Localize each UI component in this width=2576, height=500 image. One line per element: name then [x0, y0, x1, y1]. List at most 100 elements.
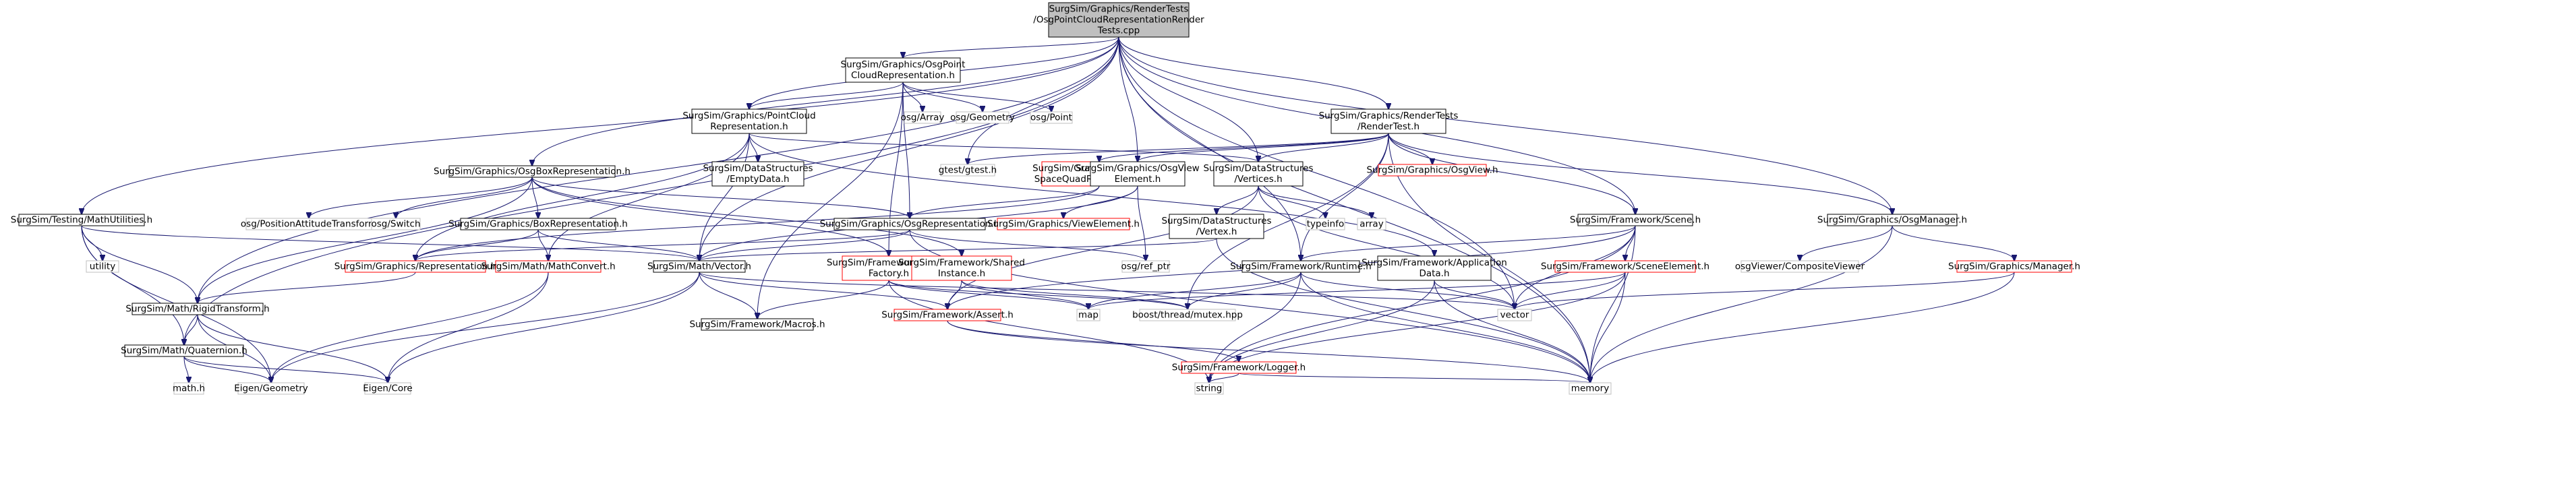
edge-osgrep-to-vector_h	[699, 229, 910, 261]
edge-root-to-gtest	[968, 36, 1119, 164]
edge-root-to-rendertest	[1118, 36, 1388, 109]
node-label-root-line-1: /OsgPointCloudRepresentationRender	[1033, 15, 1204, 26]
node-osgviewh[interactable]: SurgSim/Graphics/OsgView.h	[1366, 164, 1498, 177]
node-box-osgpoint	[1030, 111, 1073, 124]
node-map: map	[1076, 309, 1101, 321]
node-box-scene	[1577, 214, 1693, 226]
node-box-pointcloud	[691, 108, 807, 134]
node-label-assert-line-0: SurgSim/Framework/Assert.h	[881, 310, 1014, 321]
edge-representation-to-rigid	[198, 272, 416, 303]
node-osgmanager[interactable]: SurgSim/Graphics/OsgManager.h	[1817, 214, 1967, 226]
node-vertices[interactable]: SurgSim/DataStructures/Vertices.h	[1203, 161, 1314, 187]
node-box-osgboxrep	[448, 165, 616, 178]
node-rendertest[interactable]: SurgSim/Graphics/RenderTests/RenderTest.…	[1319, 108, 1459, 134]
node-label-typeinfo-line-0: typeinfo	[1307, 219, 1344, 230]
edge-rendertest-to-osgview	[1138, 133, 1389, 162]
edge-pcrep-to-osggeometry	[902, 82, 983, 112]
node-assert[interactable]: SurgSim/Framework/Assert.h	[881, 309, 1014, 321]
edge-appdata-to-memory	[1434, 280, 1590, 383]
node-label-sharedinst-line-1: Instance.h	[938, 268, 985, 279]
edge-quaternion-to-eigengeom	[183, 356, 271, 383]
edge-root-to-osgmanager	[1118, 36, 1892, 214]
node-vector: vector	[1497, 309, 1532, 321]
edge-rendertest-to-osgviewh	[1388, 133, 1432, 164]
node-label-emptydata-line-1: /EmptyData.h	[726, 174, 789, 185]
edge-vector_h-to-eigencore	[388, 272, 700, 383]
nodes-layer: SurgSim/Graphics/RenderTests/OsgPointClo…	[11, 2, 2080, 395]
node-viewelement[interactable]: SurgSim/Graphics/ViewElement.h	[987, 218, 1140, 230]
node-box-osgviewh	[1378, 164, 1487, 177]
node-label-pointcloud-line-1: Representation.h	[710, 121, 788, 132]
node-representation[interactable]: SurgSim/Graphics/Representation.h	[334, 260, 497, 273]
node-label-osgviewh-line-0: SurgSim/Graphics/OsgView.h	[1366, 165, 1498, 176]
node-sceneelement[interactable]: SurgSim/Framework/SceneElement.h	[1541, 260, 1709, 273]
edge-mathutil-to-quaternion	[81, 225, 184, 345]
node-quaternion[interactable]: SurgSim/Math/Quaternion.h	[121, 344, 247, 357]
node-manager[interactable]: SurgSim/Graphics/Manager.h	[1948, 260, 2080, 273]
edge-rigid-to-eigencore	[197, 314, 388, 383]
node-scene[interactable]: SurgSim/Framework/Scene.h	[1570, 214, 1701, 226]
edge-pcrep-to-osgarray	[902, 82, 923, 112]
node-box-osgrefptr	[1121, 260, 1170, 273]
node-box-rigid	[131, 303, 264, 315]
node-boxrep[interactable]: SurgSim/Graphics/BoxRepresentation.h	[448, 218, 628, 230]
edge-screenquad-to-osgrep	[910, 185, 1100, 218]
node-label-root-line-2: Tests.cpp	[1097, 26, 1140, 36]
node-compviewer: osgViewer/CompositeViewer	[1735, 260, 1865, 273]
node-mathconvert[interactable]: SurgSim/Math/MathConvert.h	[481, 260, 616, 273]
node-label-sceneelement-line-0: SurgSim/Framework/SceneElement.h	[1541, 261, 1709, 272]
edge-vertices-to-dsvertex	[1217, 185, 1259, 214]
edge-logger-to-string	[1209, 373, 1239, 383]
node-label-logger-line-0: SurgSim/Framework/Logger.h	[1172, 363, 1306, 373]
node-label-pcrep-line-1: CloudRepresentation.h	[851, 70, 955, 81]
node-emptydata[interactable]: SurgSim/DataStructures/EmptyData.h	[703, 161, 813, 187]
node-runtime[interactable]: SurgSim/Framework/Runtime.h	[1230, 260, 1372, 273]
node-pcrep[interactable]: SurgSim/Graphics/OsgPointCloudRepresenta…	[841, 57, 966, 83]
node-box-mutex	[1139, 309, 1236, 321]
node-dsvertex[interactable]: SurgSim/DataStructures/Vertex.h	[1161, 214, 1272, 239]
edge-osgmanager-to-manager	[1892, 225, 2014, 261]
node-box-mathutil	[18, 214, 145, 226]
node-label-manager-line-0: SurgSim/Graphics/Manager.h	[1948, 261, 2080, 272]
node-osgrep[interactable]: SurgSim/Graphics/OsgRepresentation.h	[820, 218, 1000, 230]
node-array: array	[1357, 218, 1386, 230]
node-box-vector	[1497, 309, 1532, 321]
edge-root-to-vector_h	[699, 36, 1119, 261]
edge-osgboxrep-to-boxrep	[531, 177, 538, 218]
edge-mathutil-to-rigid	[81, 225, 198, 303]
node-memory: memory	[1569, 382, 1612, 395]
node-pointcloud[interactable]: SurgSim/Graphics/PointCloudRepresentatio…	[682, 108, 816, 134]
node-macros[interactable]: SurgSim/Framework/Macros.h	[689, 318, 825, 331]
node-box-vertices	[1213, 161, 1304, 187]
node-label-mathconvert-line-0: SurgSim/Math/MathConvert.h	[481, 261, 615, 272]
node-box-osgswitch	[371, 218, 421, 230]
node-root[interactable]: SurgSim/Graphics/RenderTests/OsgPointClo…	[1033, 2, 1204, 38]
node-rigid[interactable]: SurgSim/Math/RigidTransform.h	[125, 303, 270, 315]
node-mathutil[interactable]: SurgSim/Testing/MathUtilities.h	[11, 214, 152, 226]
node-box-typeinfo	[1306, 218, 1345, 230]
edge-mathconvert-to-eigengeom	[271, 272, 549, 383]
node-box-assert	[894, 309, 1001, 321]
edge-osgboxrep-to-sharedinst	[531, 177, 962, 256]
node-label-objfactory-line-1: Factory.h	[869, 268, 909, 279]
node-osgboxrep[interactable]: SurgSim/Graphics/OsgBoxRepresentation.h	[434, 165, 631, 178]
node-box-quaternion	[124, 344, 244, 357]
edge-objfactory-to-mutex	[888, 280, 1188, 309]
edge-osgboxrep-to-posatt	[309, 177, 533, 218]
node-label-osgboxrep-line-0: SurgSim/Graphics/OsgBoxRepresentation.h	[434, 166, 631, 177]
node-label-posatt-line-0: osg/PositionAttitudeTransform	[241, 219, 377, 230]
node-vector_h[interactable]: SurgSim/Math/Vector.h	[647, 260, 751, 273]
node-label-osgswitch-line-0: osg/Switch	[371, 219, 420, 230]
edge-mathconvert-to-eigencore	[388, 272, 549, 383]
node-box-macros	[701, 318, 814, 331]
node-osgswitch: osg/Switch	[371, 218, 421, 230]
edge-sharedinst-to-map	[961, 280, 1088, 309]
node-box-appdata	[1377, 255, 1492, 281]
node-box-manager	[1956, 260, 2072, 273]
node-logger[interactable]: SurgSim/Framework/Logger.h	[1172, 361, 1306, 374]
edge-screenquad-to-representation	[415, 185, 1100, 261]
edge-root-to-mathutil	[82, 36, 1119, 214]
